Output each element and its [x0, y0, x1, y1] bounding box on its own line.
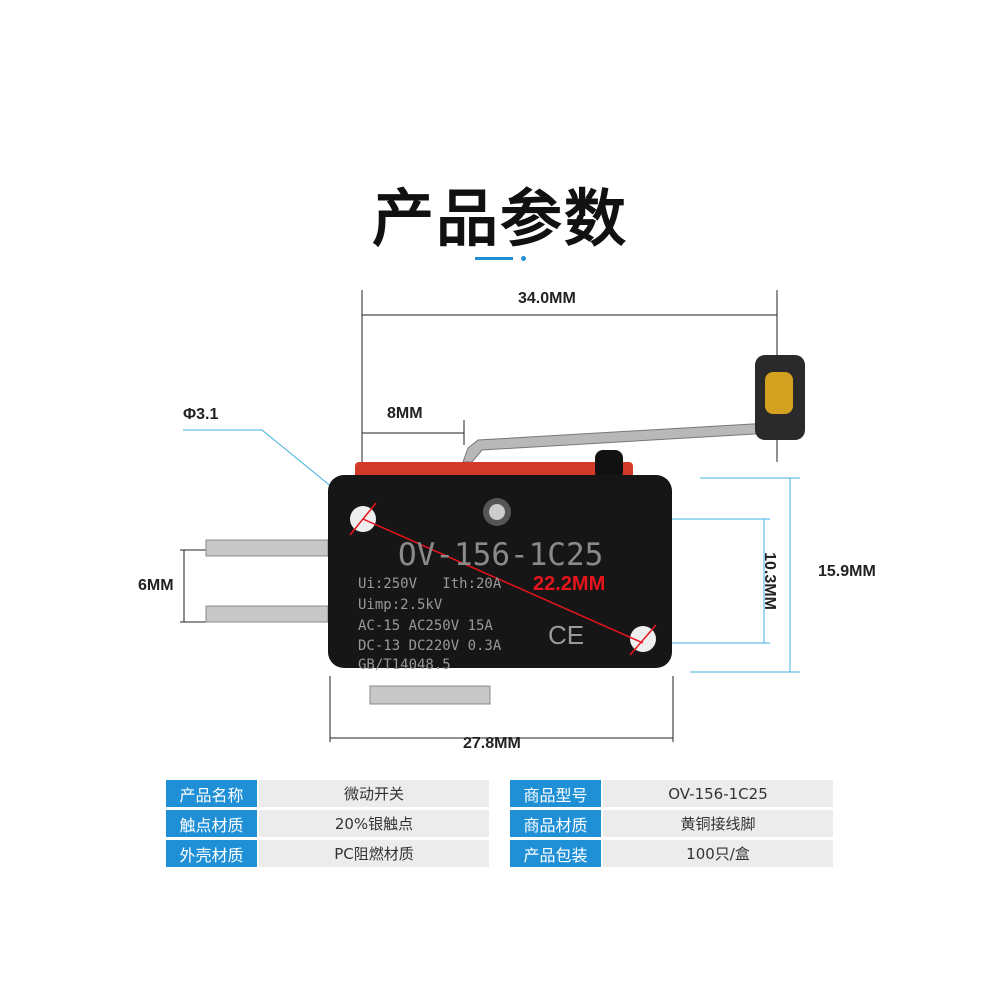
table-row: 产品名称微动开关: [166, 780, 489, 807]
dim-height-overall: 15.9MM: [818, 563, 876, 580]
dim-terminal-pitch: 6MM: [138, 577, 174, 594]
switch-marking-line1: Ui:250V Ith:20A: [358, 576, 502, 592]
dim-hole-spacing-vertical: 10.3MM: [760, 552, 778, 610]
ce-mark: CE: [548, 620, 585, 650]
spec-label: 商品型号: [510, 780, 601, 807]
switch-marking-line5: GB/T14048.5: [358, 657, 451, 673]
switch-model-marking: OV-156-1C25: [398, 537, 604, 573]
dim-hole-diameter: Φ3.1: [183, 406, 219, 423]
page-title: 产品参数: [371, 182, 628, 255]
switch-marking-line4: DC-13 DC220V 0.3A: [358, 638, 502, 654]
spec-value: OV-156-1C25: [603, 780, 833, 807]
table-row: 商品材质黄铜接线脚: [510, 810, 833, 837]
spec-value: 20%银触点: [259, 810, 489, 837]
spec-label: 产品包装: [510, 840, 601, 867]
spec-label: 外壳材质: [166, 840, 257, 867]
dim-body-length: 27.8MM: [463, 735, 521, 752]
spec-value: PC阻燃材质: [259, 840, 489, 867]
spec-value: 100只/盒: [603, 840, 833, 867]
spec-value: 黄铜接线脚: [603, 810, 833, 837]
switch-marking-line3: AC-15 AC250V 15A: [358, 618, 493, 634]
spec-label: 触点材质: [166, 810, 257, 837]
dim-lever-offset: 8MM: [387, 405, 423, 422]
dim-hole-spacing-diagonal: 22.2MM: [533, 573, 606, 595]
spec-value: 微动开关: [259, 780, 489, 807]
title-dot: [521, 256, 526, 261]
switch-marking-line2: Uimp:2.5kV: [358, 597, 443, 613]
title-underline: [475, 257, 513, 260]
dim-length-overall: 34.0MM: [518, 290, 576, 307]
spec-label: 商品材质: [510, 810, 601, 837]
spec-label: 产品名称: [166, 780, 257, 807]
